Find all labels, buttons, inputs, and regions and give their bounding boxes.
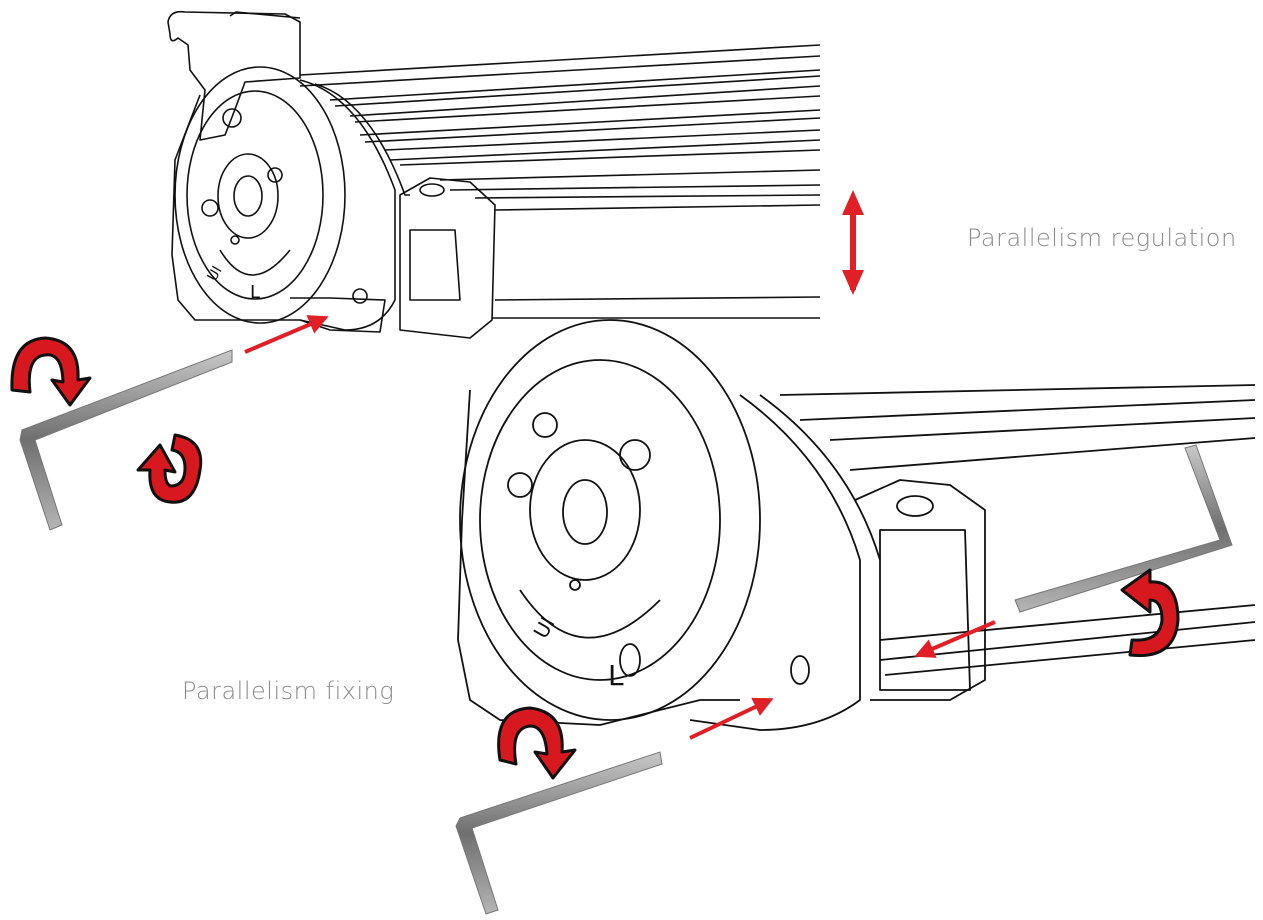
top-bracket-assembly: UI L	[167, 10, 821, 339]
hex-key-bottom-left	[455, 751, 663, 915]
rotation-icon-top-key	[136, 433, 203, 504]
svg-text:UI: UI	[529, 613, 560, 643]
hex-key-right	[1014, 444, 1233, 613]
svg-text:UI: UI	[205, 264, 226, 284]
svg-text:L: L	[250, 282, 260, 303]
arrow-top-to-bracket	[244, 315, 329, 354]
svg-text:L: L	[608, 659, 624, 692]
bottom-side-housing	[689, 394, 861, 731]
bottom-bracket-assembly: UI L	[457, 319, 1256, 731]
top-hub-face	[174, 66, 346, 324]
arrow-right-to-block	[914, 620, 996, 658]
rotation-icon-top-left	[10, 336, 92, 407]
rotation-icon-right	[1120, 568, 1180, 658]
pointer-arrows	[244, 315, 996, 740]
top-bar-profile	[299, 44, 821, 319]
top-end-block	[399, 177, 496, 339]
top-hook	[167, 10, 301, 141]
caption-parallelism-fixing: Parallelism fixing	[182, 677, 395, 705]
bottom-back-plate	[457, 389, 740, 726]
caption-parallelism-regulation: Parallelism regulation	[967, 224, 1237, 252]
height-adjust-icon	[842, 190, 864, 295]
arrow-bottom-to-bracket	[689, 697, 774, 740]
bottom-bar-profile	[779, 384, 1256, 676]
bottom-hub-face	[459, 319, 761, 721]
rotation-icon-bottom-left	[497, 706, 577, 780]
hex-key-top-left	[19, 349, 233, 531]
top-side-housing	[299, 79, 396, 331]
bottom-end-block	[854, 479, 986, 701]
